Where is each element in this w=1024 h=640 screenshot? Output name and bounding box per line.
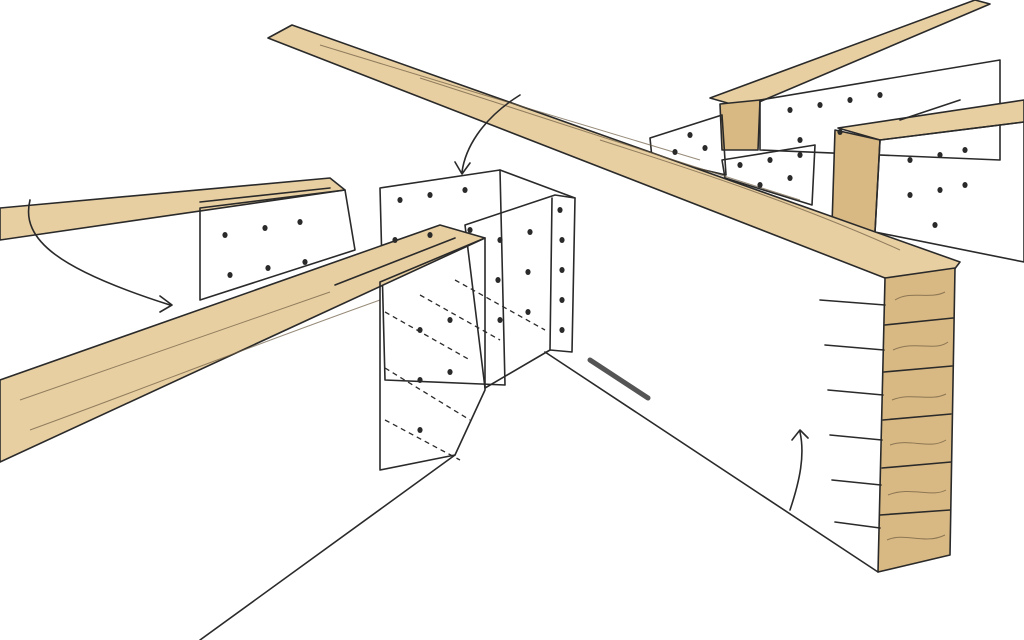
fastener-hole [417,427,423,433]
fastener-hole [222,232,228,238]
top-right-beams [649,0,1024,263]
fastener-hole [847,97,853,103]
main-beam-end [877,267,956,573]
fastener-hole [525,269,531,275]
fastener-hole [797,152,803,158]
fastener-hole [497,317,503,323]
fastener-hole [757,182,763,188]
fastener-hole [937,152,943,158]
arrow-icon [789,429,809,511]
fastener-hole [877,92,883,98]
fastener-hole [907,192,913,198]
fastener-hole [462,187,468,193]
fastener-hole [907,157,913,163]
fastener-hole [427,192,433,198]
fastener-hole [559,237,565,243]
fastener-hole [687,132,693,138]
fastener-hole [962,182,968,188]
fastener-hole [559,327,565,333]
front-left-panel [379,237,486,471]
fastener-hole [932,222,938,228]
fastener-hole [427,232,433,238]
fastener-holes [222,92,968,433]
steel-plate-front [464,194,576,389]
arrow-icon [454,94,521,175]
fastener-hole [787,107,793,113]
screws [384,279,546,461]
fastener-hole [397,197,403,203]
fastener-hole [937,187,943,193]
fastener-hole [787,175,793,181]
fastener-hole [497,237,503,243]
dowel-bolt [587,357,651,401]
fastener-hole [302,259,308,265]
fastener-hole [297,219,303,225]
fastener-hole [392,237,398,243]
fastener-hole [559,297,565,303]
fastener-hole [737,162,743,168]
fastener-hole [559,267,565,273]
fastener-hole [767,157,773,163]
fastener-hole [447,369,453,375]
arrow-icon [899,99,961,121]
upper-left-beam [0,177,346,241]
fastener-hole [227,272,233,278]
fastener-hole [962,147,968,153]
fastener-hole [837,129,843,135]
fastener-hole [495,277,501,283]
fastener-hole [467,227,473,233]
steel-plate-back [379,169,506,386]
fastener-hole [262,225,268,231]
fastener-hole [557,207,563,213]
fastener-hole [265,265,271,271]
fastener-hole [447,317,453,323]
fastener-hole [417,327,423,333]
fastener-hole [702,145,708,151]
fastener-hole [817,102,823,108]
fastener-hole [525,309,531,315]
front-left-beam [0,224,486,463]
fastener-hole [672,149,678,155]
fastener-hole [417,377,423,383]
fastener-hole [527,229,533,235]
fastener-hole [797,137,803,143]
arrow-icon [27,199,173,313]
